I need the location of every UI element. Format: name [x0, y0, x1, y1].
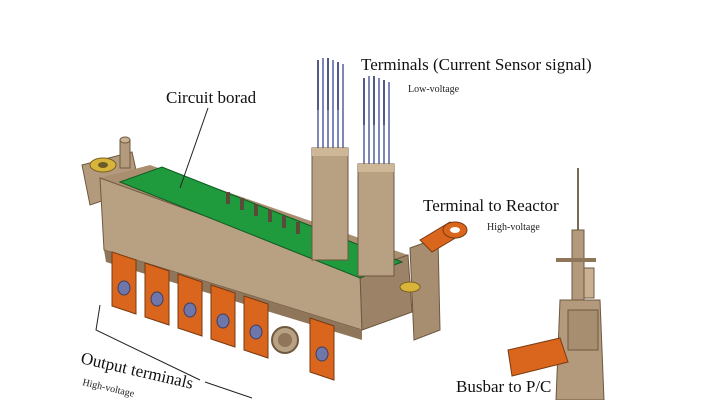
- reactor-terminal: [419, 221, 468, 253]
- busbar-copper: [507, 337, 569, 377]
- left-ring-hole: [98, 162, 108, 168]
- output-terminals: [111, 251, 335, 381]
- sensor-terminal-left: [311, 58, 349, 261]
- busbar-label: Busbar to P/C: [456, 377, 551, 396]
- left-post: [119, 139, 131, 169]
- terminals-sensor-label: Terminals (Current Sensor signal): [361, 55, 592, 74]
- sensor-terminal-right: [357, 76, 395, 277]
- terminal-reactor-sub: High-voltage: [487, 222, 540, 233]
- right-ring: [399, 281, 421, 293]
- output-terminal-tab: [210, 284, 236, 348]
- sensor-block-right: [357, 163, 395, 277]
- connector: [271, 326, 299, 354]
- output-terminals-sub: High-voltage: [81, 377, 135, 400]
- output-terminal-tab: [243, 295, 269, 359]
- output-bracket: [95, 304, 201, 381]
- output-terminal-tab: [309, 317, 335, 381]
- output-terminal-tab: [144, 262, 170, 326]
- sensor-block-left: [311, 147, 349, 261]
- output-terminal-tab: [111, 251, 137, 315]
- terminal-reactor-label: Terminal to Reactor: [423, 196, 559, 215]
- terminals-sensor-sub: Low-voltage: [408, 84, 460, 95]
- left-post-cap: [119, 136, 131, 144]
- output-terminal-tab: [177, 273, 203, 337]
- busbar-assembly: [507, 168, 605, 401]
- circuit-board-label: Circuit borad: [166, 88, 257, 107]
- circuit-board-leader: [179, 107, 209, 189]
